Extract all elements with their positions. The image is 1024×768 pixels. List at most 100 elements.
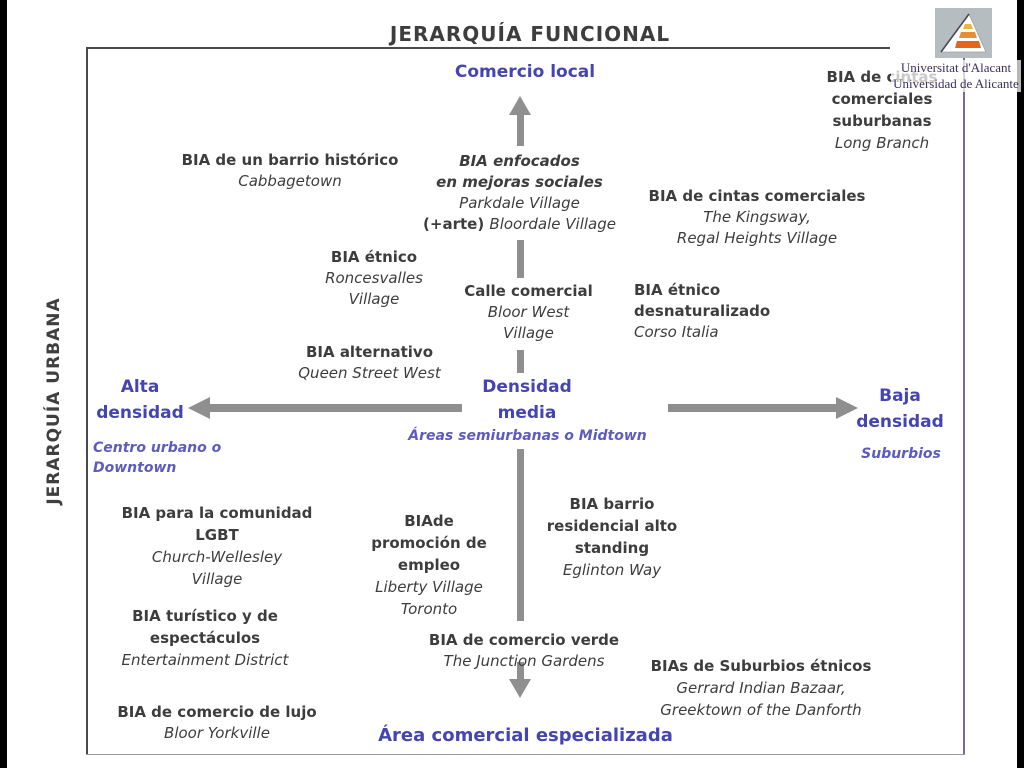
text-line: BIA para la comunidad bbox=[121, 504, 313, 522]
text-line: Bloor Yorkville bbox=[164, 724, 270, 742]
horizontal-axis-shaft bbox=[208, 404, 462, 412]
label-suburbios: Suburbios bbox=[845, 444, 957, 464]
label-alta-densidad: Alta densidad bbox=[80, 374, 200, 426]
text-line: Village bbox=[503, 324, 554, 342]
left-black-bar bbox=[0, 0, 7, 768]
text-line: desnaturalizado bbox=[634, 302, 771, 320]
text-line: Densidad bbox=[482, 377, 572, 397]
text-line: Centro urbano o bbox=[93, 440, 222, 456]
arrow-down-icon bbox=[509, 679, 531, 698]
text-line: The Kingsway, bbox=[703, 208, 811, 226]
text-line: Downtown bbox=[93, 460, 177, 476]
text-line: Long Branch bbox=[834, 134, 930, 152]
text-line: Suburbios bbox=[861, 446, 941, 462]
text-line: BIA étnico bbox=[330, 248, 418, 266]
text-line: Church-Wellesley bbox=[151, 548, 283, 566]
label-area-comercial-especializada: Área comercial especializada bbox=[358, 723, 693, 749]
text-line: residencial alto bbox=[546, 517, 678, 535]
text-line: BIA de cintas comerciales bbox=[648, 187, 866, 205]
university-name-catalan: Universitat d'Alacant bbox=[900, 60, 1012, 75]
arrow-right-icon bbox=[836, 397, 858, 419]
label-baja-densidad: Baja densidad bbox=[845, 383, 955, 435]
text-line: Liberty Village bbox=[375, 578, 483, 596]
vertical-axis-label: JERARQUÍA URBANA bbox=[44, 297, 64, 505]
text-line: Regal Heights Village bbox=[676, 229, 838, 247]
text-line: Cabbagetown bbox=[238, 172, 342, 190]
text-line: Áreas semiurbanas o Midtown bbox=[408, 428, 647, 444]
text-line: standing bbox=[574, 539, 650, 557]
text-line: Eglinton Way bbox=[562, 561, 662, 579]
horizontal-axis-shaft bbox=[668, 404, 838, 412]
diagram-border-left bbox=[86, 47, 88, 755]
text-line: densidad bbox=[96, 403, 184, 423]
text-line: BIAs de Suburbios étnicos bbox=[650, 657, 872, 675]
vertical-axis-shaft bbox=[517, 113, 524, 146]
university-name-spanish: Universidad de Alicante bbox=[893, 76, 1019, 91]
text-line: BIA de comercio de lujo bbox=[117, 703, 317, 721]
diagram-border-right bbox=[963, 57, 965, 755]
diagram-border-top bbox=[86, 47, 890, 49]
text-line: Gerrard Indian Bazaar, bbox=[676, 679, 846, 697]
text-line: Parkdale Village bbox=[459, 194, 580, 212]
text-line: densidad bbox=[856, 412, 944, 432]
text-line: Greektown of the Danforth bbox=[660, 701, 862, 719]
text-line: LGBT bbox=[195, 526, 239, 544]
text-line: BIA enfocados bbox=[459, 152, 580, 170]
label-densidad-media: Densidad media bbox=[452, 374, 602, 426]
text-line: BIA de comercio verde bbox=[428, 631, 620, 649]
alicante-triangle-icon bbox=[935, 8, 992, 58]
text-line: BIA alternativo bbox=[305, 343, 434, 361]
university-name: Universitat d'Alacant Universidad de Ali… bbox=[891, 60, 1021, 92]
text-line: Queen Street West bbox=[298, 364, 441, 382]
text-line: Village bbox=[191, 570, 243, 588]
right-black-bar bbox=[1017, 0, 1024, 768]
text-line: Roncesvalles bbox=[325, 269, 423, 287]
vertical-axis-shaft bbox=[517, 350, 524, 373]
text-line: Toronto bbox=[400, 600, 458, 618]
text-line: BIA de un barrio histórico bbox=[181, 151, 399, 169]
vertical-axis-shaft bbox=[517, 240, 524, 278]
text-line: Área comercial especializada bbox=[378, 725, 673, 746]
text-line: empleo bbox=[397, 556, 461, 574]
text-line: BIA barrio bbox=[569, 495, 655, 513]
text-line: The Junction Gardens bbox=[443, 652, 605, 670]
text-line: espectáculos bbox=[149, 629, 261, 647]
vertical-axis-shaft bbox=[517, 449, 524, 621]
arrow-left-icon bbox=[188, 397, 210, 419]
text-line: BIA turístico y de bbox=[132, 607, 278, 625]
text-line: Baja bbox=[879, 386, 921, 406]
label-centro-urbano: Centro urbano o Downtown bbox=[93, 438, 273, 478]
text-line: (+arte) Bloordale Village bbox=[423, 215, 616, 233]
arrow-up-icon bbox=[509, 96, 531, 115]
text-line: Comercio local bbox=[454, 62, 596, 82]
text-line: comerciales bbox=[831, 90, 933, 108]
diagram-border-bottom bbox=[86, 754, 965, 755]
text-line: promoción de bbox=[371, 534, 487, 552]
vertical-axis-shaft bbox=[517, 662, 524, 680]
text-line: Entertainment District bbox=[121, 651, 289, 669]
text-line: Bloor West bbox=[487, 303, 570, 321]
text-line: Village bbox=[348, 290, 400, 308]
text-line: Alta bbox=[120, 377, 160, 397]
text-line: en mejoras sociales bbox=[436, 173, 603, 191]
text-line: suburbanas bbox=[832, 112, 932, 130]
label-areas-semiurbanas: Áreas semiurbanas o Midtown bbox=[390, 426, 665, 446]
university-logo-icon bbox=[935, 8, 992, 58]
text-line: media bbox=[497, 403, 557, 423]
label-comercio-local: Comercio local bbox=[425, 59, 625, 85]
text-line: Calle comercial bbox=[464, 282, 593, 300]
